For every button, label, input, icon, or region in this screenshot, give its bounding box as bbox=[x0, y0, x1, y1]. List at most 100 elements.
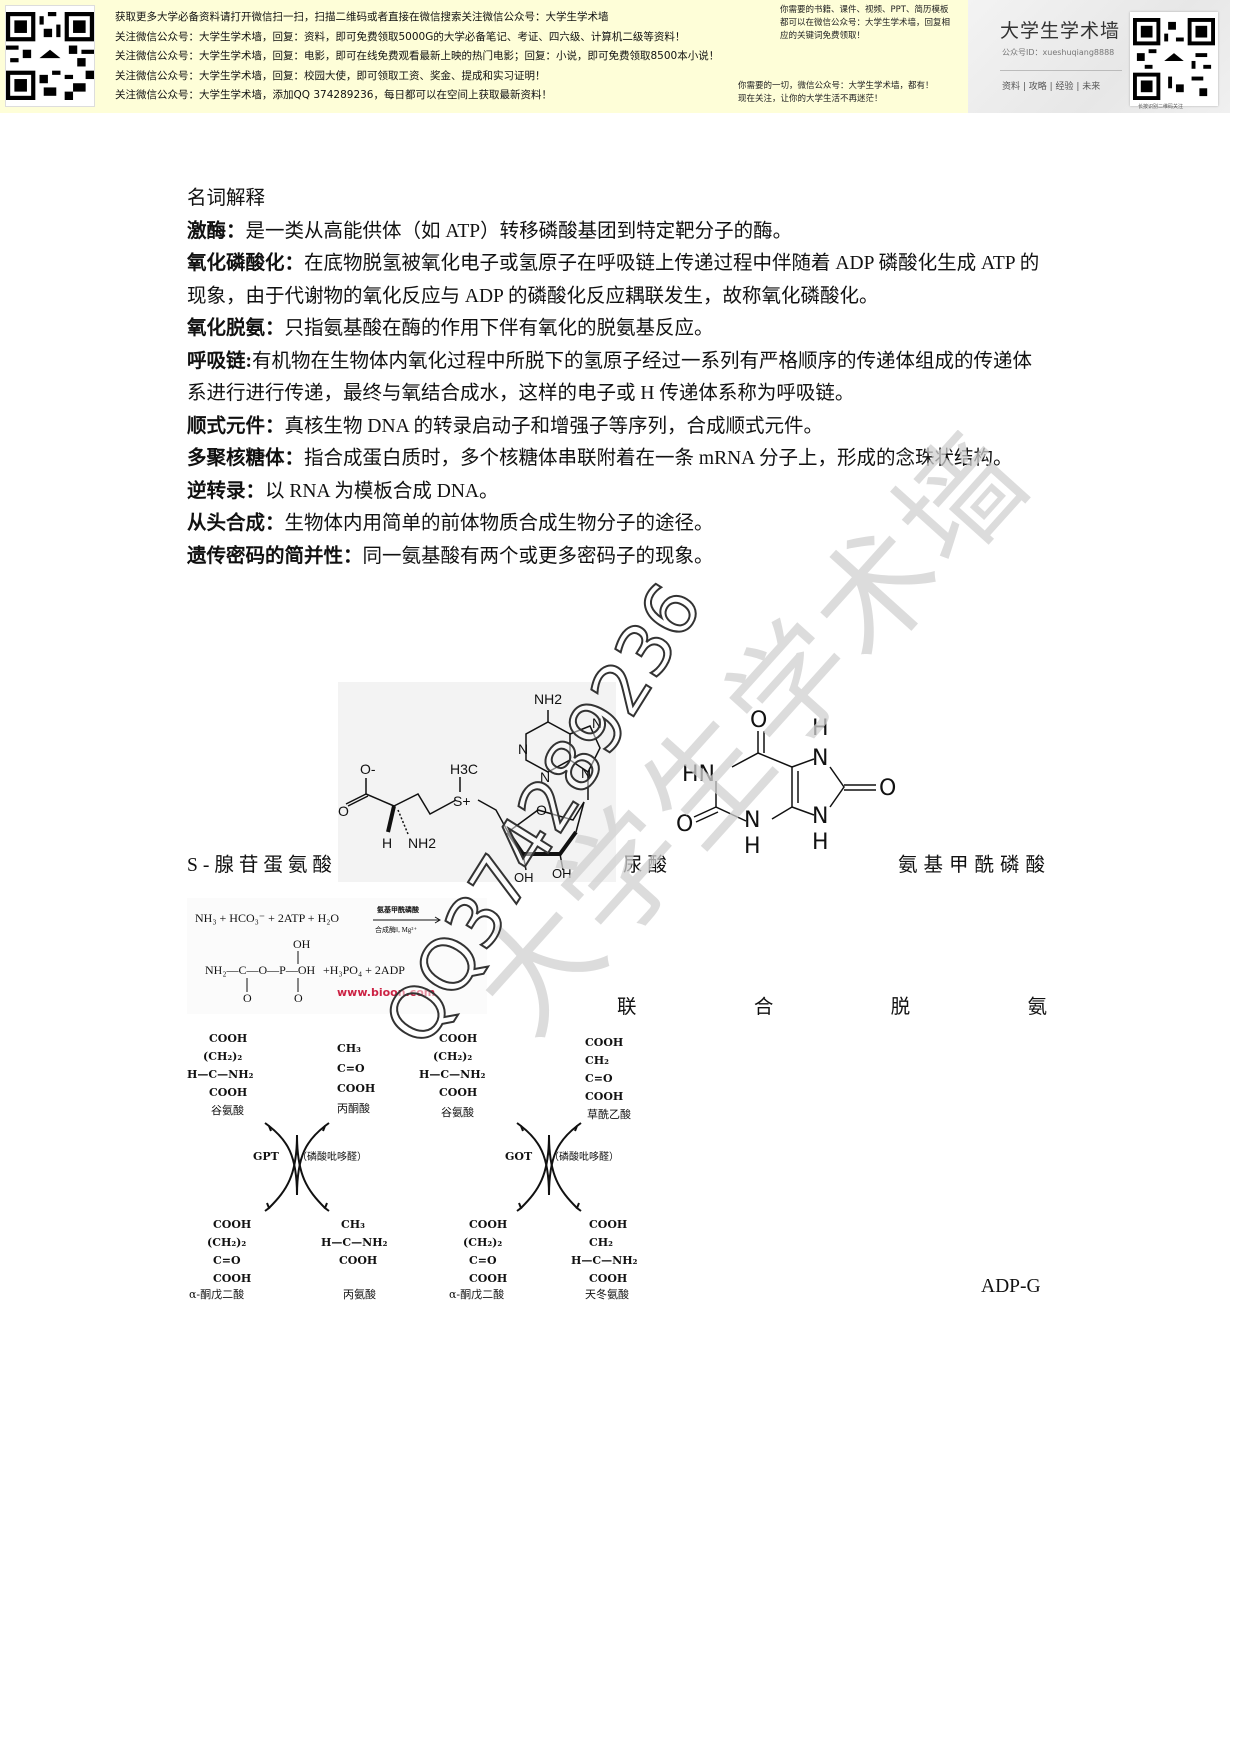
compound-name: 谷氨酸 bbox=[441, 1105, 474, 1119]
combined-deamination-label: 联 合 脱 氨 bbox=[617, 990, 1047, 1019]
definition: 指合成蛋白质时，多个核糖体串联附着在一条 mRNA 分子上，形成的念珠状结构。 bbox=[304, 448, 1013, 469]
brand-nav: 资料 | 攻略 | 经验 | 未来 bbox=[1002, 82, 1101, 92]
brand-account-id: 公众号ID：xueshuqiang8888 bbox=[1002, 48, 1115, 57]
byproducts: +H₃PO₄ + 2ADP bbox=[323, 963, 405, 977]
banner-note-bottom: 你需要的一切，微信公众号：大学生学术墙，都有！ 现在关注，让你的大学生活不再迷茫… bbox=[738, 80, 934, 106]
glossary: 名词解释 激酶：是一类从高能供体（如 ATP）转移磷酸基团到特定靶分子的酶。 氧… bbox=[187, 183, 1047, 573]
banner-left-panel: 获取更多大学必备资料请打开微信扫一扫，扫描二维码或者直接在微信搜索关注微信公众号… bbox=[0, 0, 968, 113]
uric-n: N bbox=[744, 808, 760, 833]
adp-g-label: ADP-G bbox=[981, 1276, 1041, 1297]
formula-line: H—C—NH₂ bbox=[321, 1236, 388, 1249]
term: 呼吸链 bbox=[187, 350, 246, 372]
uric-n: N bbox=[812, 804, 828, 829]
banner-note-top: 你需要的书籍、课件、视频、PPT、简历模板 都可以在微信公众号：大学生学术墙，回… bbox=[780, 4, 950, 43]
formula-line: CH₂ bbox=[589, 1236, 613, 1249]
compound-name: α-酮戊二酸 bbox=[189, 1287, 244, 1300]
definition: 以 RNA 为模板合成 DNA。 bbox=[265, 480, 499, 502]
uric-h: H bbox=[812, 716, 829, 741]
compound-name: 谷氨酸 bbox=[211, 1103, 244, 1117]
formula-line: CH₂ bbox=[585, 1054, 609, 1067]
sam-h: H bbox=[382, 835, 392, 851]
glossary-entry: 逆转录：以 RNA 为模板合成 DNA。 bbox=[187, 476, 1047, 509]
uric-h: H bbox=[744, 834, 761, 855]
sam-label: S-腺苷蛋氨酸 bbox=[187, 855, 337, 876]
qr-code-icon bbox=[1133, 18, 1215, 100]
product-o: O bbox=[243, 991, 252, 1005]
promo-banner: 获取更多大学必备资料请打开微信扫一扫，扫描二维码或者直接在微信搜索关注微信公众号… bbox=[0, 0, 1240, 113]
formula-line: H—C—NH₂ bbox=[571, 1254, 638, 1267]
definition: 同一氨基酸有两个或更多密码子的现象。 bbox=[362, 545, 714, 567]
note-line: 应的关键词免费领取！ bbox=[780, 31, 866, 41]
definition: 真核生物 DNA 的转录启动子和增强子等序列，合成顺式元件。 bbox=[284, 415, 823, 437]
arrow-enzyme: 氨基甲酰磷酸 bbox=[377, 905, 420, 914]
glossary-entry: 遗传密码的简并性：同一氨基酸有两个或更多密码子的现象。 bbox=[187, 541, 1047, 574]
sam-h3c: H3C bbox=[450, 761, 478, 777]
enzyme-got: GOT bbox=[505, 1150, 533, 1163]
formula-line: COOH bbox=[585, 1090, 623, 1103]
glossary-entry: 多聚核糖体：指合成蛋白质时，多个核糖体串联附着在一条 mRNA 分子上，形成的念… bbox=[187, 443, 1047, 476]
term-separator: ： bbox=[284, 253, 305, 274]
uric-acid-label: 尿酸 bbox=[623, 855, 673, 876]
formula-line: C=O bbox=[337, 1062, 365, 1075]
section-heading: 名词解释 bbox=[187, 188, 266, 209]
formula-line: COOH bbox=[585, 1036, 623, 1049]
term-separator: ： bbox=[226, 220, 246, 242]
source-link: www.bioon.com bbox=[337, 986, 435, 999]
uric-hn: HN bbox=[682, 762, 715, 787]
formula-line: COOH bbox=[209, 1086, 247, 1099]
uric-h: H bbox=[812, 830, 829, 855]
formula-line: COOH bbox=[213, 1272, 251, 1285]
term-separator: ： bbox=[245, 480, 266, 502]
qr-caption: 长按识别二维码关注 bbox=[1138, 104, 1184, 110]
equation-reactants: NH₃ + HCO₃⁻ + 2ATP + H₂O bbox=[195, 911, 339, 925]
formula-line: COOH bbox=[469, 1272, 507, 1285]
divider bbox=[1000, 70, 1122, 71]
compound-name: 丙氨酸 bbox=[343, 1287, 376, 1300]
formula-line: (CH₂)₂ bbox=[463, 1236, 502, 1249]
formula-line: (CH₂)₂ bbox=[433, 1050, 472, 1063]
term: 多聚核糖体 bbox=[187, 448, 285, 469]
formula-line: C=O bbox=[585, 1072, 613, 1085]
product-formula: NH₂—C—O—P—OH bbox=[205, 963, 316, 977]
term: 激酶 bbox=[187, 220, 227, 242]
compound-name: 丙酮酸 bbox=[337, 1101, 370, 1115]
sam-o-minus: O- bbox=[360, 761, 376, 777]
uric-acid-figure: O H N O N H HN O N H bbox=[672, 695, 902, 855]
compound-name: 草酰乙酸 bbox=[587, 1107, 631, 1121]
banner-line: 关注微信公众号：大学生学术墙，回复：电影，即可在线免费观看最新上映的热门电影；回… bbox=[115, 50, 720, 62]
definition: 有机物在生物体内氧化过程中所脱下的氢原子经过一系列有严格顺序的传递体组成的传递体… bbox=[187, 350, 1033, 405]
term: 遗传密码的简并性 bbox=[187, 545, 344, 567]
term: 从头合成 bbox=[187, 513, 266, 534]
formula-line: COOH bbox=[209, 1032, 247, 1045]
note-line: 现在关注，让你的大学生活不再迷茫！ bbox=[738, 94, 883, 104]
qr-code-right[interactable] bbox=[1130, 12, 1218, 106]
label-char: 联 bbox=[617, 997, 637, 1018]
sam-n: N bbox=[540, 769, 550, 785]
glossary-entry: 呼吸链:有机物在生物体内氧化过程中所脱下的氢原子经过一系列有严格顺序的传递体组成… bbox=[187, 346, 1047, 411]
compound-name: 天冬氨酸 bbox=[585, 1287, 629, 1300]
cofactor: （磷酸吡哆醛） bbox=[297, 1150, 367, 1163]
definition: 在底物脱氢被氧化电子或氢原子在呼吸链上传递过程中伴随着 ADP 磷酸化生成 AT… bbox=[187, 253, 1040, 307]
term-separator: ： bbox=[265, 513, 285, 534]
formula-line: C=O bbox=[213, 1254, 241, 1267]
term-separator: : bbox=[245, 350, 253, 372]
label-char: 脱 bbox=[890, 997, 911, 1018]
carbamoyl-phosphate-label: 氨基甲酰磷酸 bbox=[898, 855, 1052, 876]
formula-line: (CH₂)₂ bbox=[207, 1236, 246, 1249]
label-char: 合 bbox=[753, 997, 774, 1018]
formula-line: COOH bbox=[439, 1086, 477, 1099]
formula-line: CH₃ bbox=[341, 1218, 365, 1231]
product-o: O bbox=[294, 991, 303, 1005]
term-separator: ： bbox=[265, 415, 285, 437]
formula-line: COOH bbox=[439, 1032, 477, 1045]
note-line: 你需要的书籍、课件、视频、PPT、简历模板 bbox=[780, 5, 949, 15]
formula-line: H—C—NH₂ bbox=[187, 1068, 254, 1081]
uric-o: O bbox=[879, 776, 896, 801]
qr-code-left[interactable] bbox=[5, 5, 95, 107]
banner-line: 关注微信公众号：大学生学术墙，回复：资料，即可免费领取5000G的大学必备笔记、… bbox=[115, 30, 686, 43]
banner-line: 关注微信公众号：大学生学术墙，回复：校园大使，即可领取工资、奖金、提成和实习证明… bbox=[115, 69, 546, 82]
sam-oh: OH bbox=[552, 866, 572, 881]
carbamoyl-phosphate-reaction: NH₃ + HCO₃⁻ + 2ATP + H₂O 氨基甲酰磷酸 合成酶Ⅰ, Mg… bbox=[187, 898, 487, 1014]
formula-line: C=O bbox=[469, 1254, 497, 1267]
uric-n: N bbox=[812, 746, 828, 771]
